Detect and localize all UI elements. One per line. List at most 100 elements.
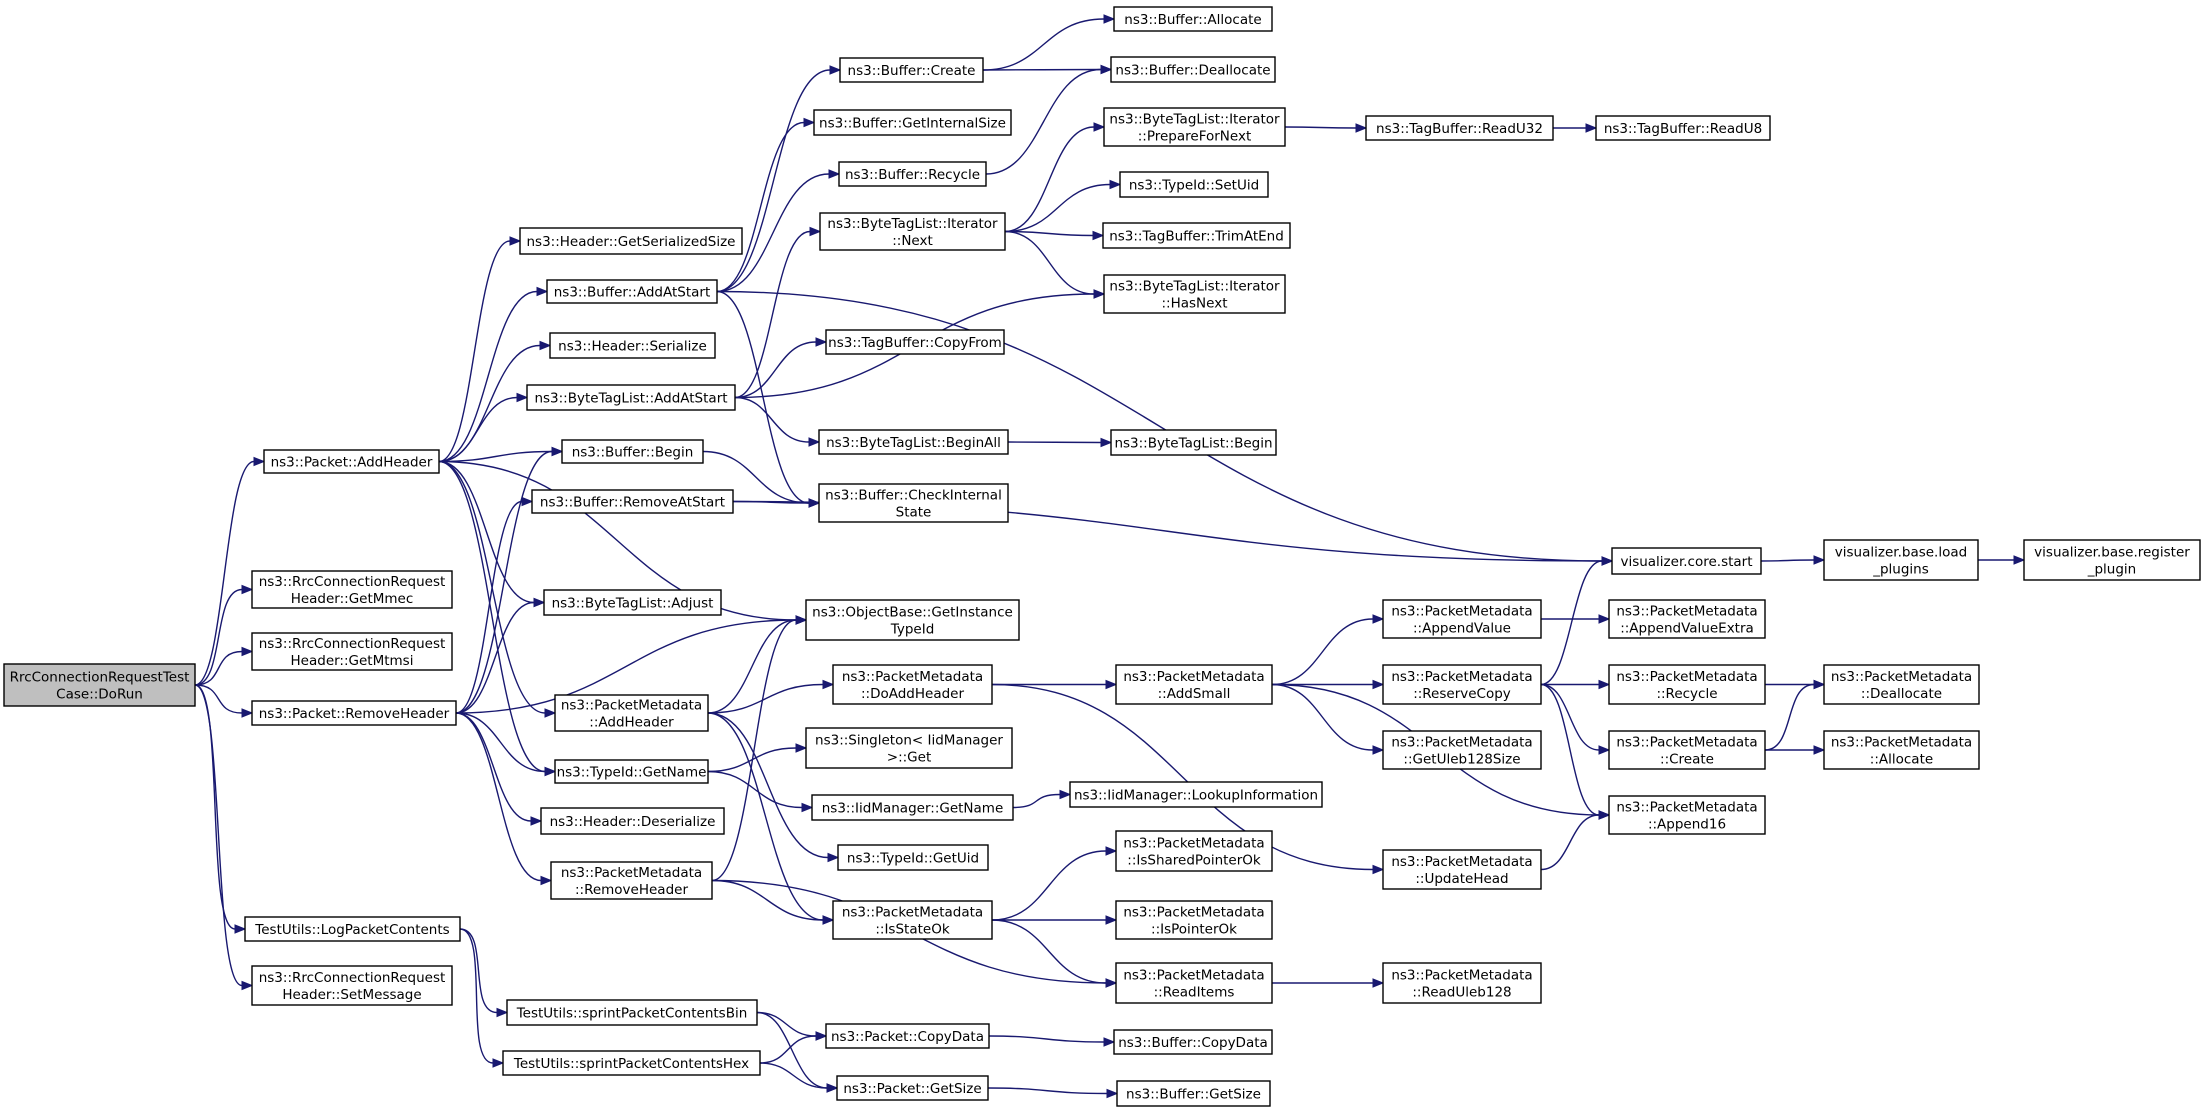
function-node[interactable]: ns3::Buffer::Recycle: [838, 161, 987, 187]
function-node[interactable]: ns3::Buffer::GetInternalSize: [813, 109, 1012, 136]
function-node[interactable]: ns3::ByteTagList::Iterator::HasNext: [1103, 274, 1286, 314]
node-label: Header::GetMtmsi: [291, 653, 414, 669]
function-node[interactable]: ns3::PacketMetadata::Recycle: [1608, 664, 1766, 705]
function-node[interactable]: ns3::IidManager::LookupInformation: [1069, 781, 1323, 808]
function-node[interactable]: ns3::ByteTagList::Iterator::Next: [819, 212, 1006, 251]
call-edge: [455, 712, 543, 826]
function-node[interactable]: ns3::ByteTagList::Iterator::PrepareForNe…: [1103, 107, 1286, 147]
function-node[interactable]: ns3::TagBuffer::ReadU32: [1365, 115, 1554, 141]
function-node[interactable]: TestUtils::sprintPacketContentsHex: [502, 1050, 761, 1076]
function-node[interactable]: ns3::Buffer::Begin: [561, 439, 704, 464]
function-node[interactable]: ns3::PacketMetadata::RemoveHeader: [550, 861, 713, 900]
node-box: [263, 449, 440, 474]
node-box: [1382, 962, 1542, 1004]
function-node[interactable]: ns3::PacketMetadata::AddHeader: [554, 694, 709, 732]
function-node[interactable]: ns3::PacketMetadata::Allocate: [1823, 730, 1980, 770]
function-node[interactable]: ns3::PacketMetadata::Append16: [1608, 795, 1766, 835]
node-label: ns3::TagBuffer::CopyFrom: [828, 335, 1002, 351]
function-node[interactable]: ns3::IidManager::GetName: [811, 794, 1014, 821]
node-label: ns3::Packet::AddHeader: [271, 454, 433, 470]
function-node[interactable]: ns3::PacketMetadata::IsPointerOk: [1115, 900, 1273, 940]
function-node[interactable]: ns3::TypeId::SetUid: [1119, 171, 1269, 198]
function-node[interactable]: ns3::Header::Serialize: [549, 332, 716, 359]
function-node[interactable]: visualizer.base.register_plugin: [2023, 539, 2201, 581]
function-node[interactable]: TestUtils::sprintPacketContentsBin: [506, 999, 758, 1026]
function-node[interactable]: ns3::ByteTagList::BeginAll: [818, 429, 1009, 455]
function-node[interactable]: ns3::PacketMetadata::AddSmall: [1115, 664, 1273, 705]
node-label: ns3::Packet::CopyData: [831, 1029, 984, 1045]
function-node[interactable]: ns3::PacketMetadata::DoAddHeader: [832, 664, 993, 705]
function-node[interactable]: ns3::PacketMetadata::IsSharedPointerOk: [1115, 830, 1273, 872]
function-node[interactable]: ns3::PacketMetadata::UpdateHead: [1382, 849, 1542, 890]
call-edge: [194, 684, 254, 718]
function-node[interactable]: ns3::PacketMetadata::ReserveCopy: [1382, 664, 1542, 705]
function-node[interactable]: ns3::Header::Deserialize: [540, 807, 725, 835]
function-node[interactable]: ns3::TypeId::GetName: [554, 759, 709, 784]
node-box: [251, 700, 457, 726]
function-node[interactable]: ns3::Buffer::Allocate: [1113, 6, 1273, 32]
function-node[interactable]: ns3::PacketMetadata::Deallocate: [1823, 664, 1980, 705]
function-node[interactable]: ns3::TagBuffer::CopyFrom: [825, 329, 1005, 355]
call-edge: [1272, 978, 1385, 988]
call-edge: [711, 615, 808, 882]
function-node[interactable]: ns3::PacketMetadata::IsStateOk: [832, 900, 993, 940]
node-label: ns3::TagBuffer::ReadU8: [1604, 121, 1762, 137]
node-label: ns3::ByteTagList::Iterator: [1109, 278, 1280, 294]
function-node[interactable]: ns3::Buffer::Deallocate: [1110, 56, 1276, 83]
function-node[interactable]: ns3::Packet::RemoveHeader: [251, 700, 457, 726]
node-label: TypeId: [890, 621, 935, 637]
function-node[interactable]: ns3::Packet::CopyData: [825, 1023, 990, 1049]
function-node[interactable]: ns3::RrcConnectionRequestHeader::GetMtms…: [251, 632, 453, 671]
node-label: ns3::ByteTagList::Adjust: [552, 595, 714, 611]
function-node[interactable]: ns3::RrcConnectionRequestHeader::SetMess…: [251, 965, 453, 1006]
function-node[interactable]: ns3::PacketMetadata::GetUleb128Size: [1382, 730, 1542, 770]
node-label: ns3::Packet::RemoveHeader: [259, 706, 450, 722]
node-box: [1113, 1029, 1273, 1055]
function-node[interactable]: ns3::PacketMetadata::AppendValueExtra: [1608, 599, 1766, 639]
node-box: [1365, 115, 1554, 141]
node-box: [1382, 849, 1542, 890]
function-node[interactable]: ns3::Buffer::AddAtStart: [546, 279, 718, 304]
function-node[interactable]: ns3::Packet::AddHeader: [263, 449, 440, 474]
function-node[interactable]: ns3::ByteTagList::Adjust: [543, 589, 722, 616]
function-node[interactable]: ns3::TagBuffer::ReadU8: [1595, 115, 1771, 141]
function-node[interactable]: ns3::Buffer::CopyData: [1113, 1029, 1273, 1055]
node-label: ns3::PacketMetadata: [842, 904, 983, 920]
node-label: ns3::PacketMetadata: [1616, 603, 1757, 619]
function-node[interactable]: ns3::TagBuffer::TrimAtEnd: [1102, 222, 1291, 249]
node-box: [1608, 664, 1766, 705]
node-label: ::DoAddHeader: [861, 686, 964, 702]
function-node[interactable]: ns3::PacketMetadata::ReadItems: [1115, 962, 1273, 1004]
node-label: ::Allocate: [1870, 751, 1933, 767]
function-node[interactable]: visualizer.core.start: [1611, 547, 1762, 575]
function-node[interactable]: ns3::ByteTagList::AddAtStart: [526, 384, 736, 411]
node-label: ns3::PacketMetadata: [1123, 967, 1264, 983]
function-node[interactable]: ns3::Buffer::Create: [839, 57, 984, 83]
node-box: [526, 384, 736, 411]
node-label: ns3::ByteTagList::AddAtStart: [534, 390, 727, 406]
function-node[interactable]: ns3::ByteTagList::Begin: [1110, 429, 1277, 456]
function-node[interactable]: ns3::Buffer::GetSize: [1116, 1080, 1271, 1107]
node-label: _plugins: [1872, 561, 1929, 577]
function-node[interactable]: visualizer.base.load_plugins: [1823, 539, 1979, 581]
node-box: [818, 483, 1009, 523]
function-node[interactable]: ns3::Header::GetSerializedSize: [519, 227, 743, 255]
node-label: ::Deallocate: [1861, 686, 1942, 702]
function-node[interactable]: ns3::Singleton< IidManager>::Get: [805, 727, 1013, 769]
function-node[interactable]: ns3::Packet::GetSize: [836, 1075, 989, 1101]
function-node[interactable]: ns3::PacketMetadata::Create: [1608, 730, 1766, 770]
node-box: [819, 212, 1006, 251]
function-node[interactable]: TestUtils::LogPacketContents: [244, 916, 461, 942]
function-node[interactable]: ns3::TypeId::GetUid: [837, 844, 989, 871]
call-edge: [982, 64, 1113, 75]
call-edge: [985, 64, 1113, 175]
function-node[interactable]: ns3::PacketMetadata::ReadUleb128: [1382, 962, 1542, 1004]
node-box: [1103, 107, 1286, 147]
function-node[interactable]: ns3::PacketMetadata::AppendValue: [1382, 599, 1542, 639]
function-node[interactable]: ns3::Buffer::RemoveAtStart: [531, 489, 734, 514]
